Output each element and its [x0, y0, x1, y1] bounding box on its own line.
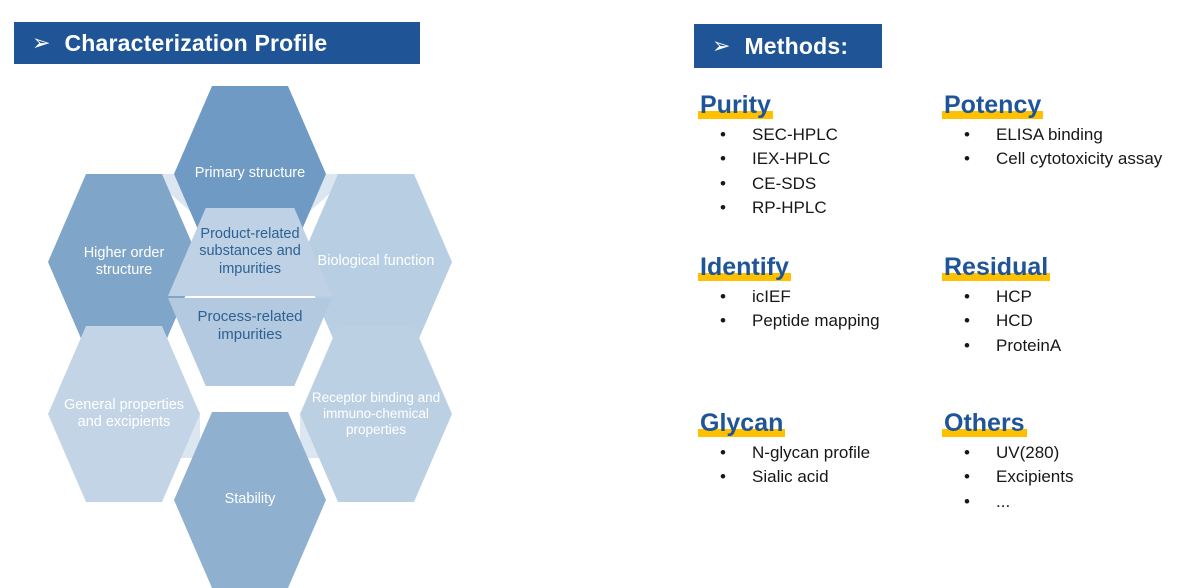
list-item: • icIEF: [698, 285, 934, 309]
method-item-label: icIEF: [752, 287, 791, 307]
method-item-label: SEC-HPLC: [752, 125, 838, 145]
list-item: • Peptide mapping: [698, 309, 934, 333]
method-group-title-identify: Identify: [698, 253, 791, 282]
method-group-title-residual: Residual: [942, 253, 1051, 282]
method-item-label: ELISA binding: [996, 125, 1103, 145]
hexagon-biological-function: Biological function: [300, 174, 452, 350]
bullet-icon: •: [720, 311, 726, 331]
method-item-label: HCP: [996, 287, 1032, 307]
hexagon-label-stability: Stability: [224, 491, 276, 508]
bullet-icon: •: [964, 443, 970, 463]
method-group-others: Others • UV(280) • Excipients •...: [942, 410, 1178, 514]
bullet-icon: •: [964, 149, 970, 169]
chevron-right-arrow-icon: ➢: [712, 33, 731, 58]
method-item-label: UV(280): [996, 443, 1060, 463]
list-item: • Cell cytotoxicity assay: [942, 147, 1178, 171]
hexagon-receptor-binding-immunochemical: Receptor binding and immuno-chemical pro…: [300, 326, 452, 502]
method-list-glycan: • N-glycan profile • Sialic acid: [698, 441, 934, 489]
method-item-label: ...: [996, 491, 1011, 511]
methods-banner: ➢ Methods:: [694, 24, 882, 68]
method-item-label: Peptide mapping: [752, 311, 880, 331]
bullet-icon: •: [964, 467, 970, 487]
method-group-title-purity: Purity: [698, 91, 773, 120]
hexagon-label-primary-structure: Primary structure: [194, 165, 306, 182]
list-item: • UV(280): [942, 441, 1178, 465]
method-group-purity: Purity • SEC-HPLC • IEX-HPLC • CE-SDS • RP-H…: [698, 92, 934, 220]
hexagon-label-product-related: Product-related substances and impuritie…: [199, 225, 301, 277]
hexagon-higher-order-structure: Higher order structure: [48, 174, 200, 350]
bullet-icon: •: [720, 467, 726, 487]
list-item: • ProteinA: [942, 334, 1178, 358]
method-item-label: Excipients: [996, 467, 1074, 487]
methods-grid: Purity • SEC-HPLC • IEX-HPLC • CE-SDS • RP-H…: [694, 92, 1182, 552]
method-item-label: CE-SDS: [752, 173, 817, 193]
hexagon-label-receptor-binding: Receptor binding and immuno-chemical pro…: [311, 390, 441, 437]
list-item: • N-glycan profile: [698, 441, 934, 465]
list-item: • Sialic acid: [698, 465, 934, 489]
list-item: • HCP: [942, 285, 1178, 309]
method-group-title-others: Others: [942, 409, 1027, 438]
method-item-label: RP-HPLC: [752, 197, 827, 217]
method-item-label: HCD: [996, 311, 1033, 331]
method-item-label: Sialic acid: [752, 467, 829, 487]
list-item: • HCD: [942, 309, 1178, 333]
method-list-others: • UV(280) • Excipients •...: [942, 441, 1178, 513]
method-list-residual: • HCP • HCD • ProteinA: [942, 285, 1178, 357]
list-item: • SEC-HPLC: [698, 123, 934, 147]
method-item-label: ProteinA: [996, 335, 1062, 355]
bullet-icon: •: [964, 311, 970, 331]
method-item-label: N-glycan profile: [752, 443, 871, 463]
bullet-icon: •: [720, 197, 726, 217]
characterization-profile-banner: ➢ Characterization Profile: [14, 22, 420, 64]
bullet-icon: •: [964, 335, 970, 355]
characterization-profile-title: Characterization Profile: [64, 29, 328, 56]
bullet-icon: •: [720, 149, 726, 169]
hexagon-label-process-related: Process-related impurities: [197, 308, 303, 343]
list-item: • ELISA binding: [942, 123, 1178, 147]
bullet-icon: •: [720, 125, 726, 145]
list-item: • Excipients: [942, 465, 1178, 489]
hexagon-center-product-related: Product-related substances and impuritie…: [168, 208, 332, 296]
bullet-icon: •: [720, 287, 726, 307]
chevron-right-arrow-icon: ➢: [32, 30, 51, 55]
method-group-identify: Identify • icIEF • Peptide mapping: [698, 254, 934, 334]
method-list-purity: • SEC-HPLC • IEX-HPLC • CE-SDS • RP-HPLC: [698, 123, 934, 220]
method-list-potency: • ELISA binding • Cell cytotoxicity assay: [942, 123, 1178, 171]
method-group-residual: Residual • HCP • HCD • ProteinA: [942, 254, 1178, 358]
method-group-glycan: Glycan • N-glycan profile • Sialic acid: [698, 410, 934, 490]
hexagon-center-process-related: Process-related impurities: [168, 298, 332, 386]
characterization-hexagon-diagram: Primary structure Higher order structure…: [20, 82, 480, 588]
bullet-icon: •: [720, 173, 726, 193]
bullet-icon: •: [720, 443, 726, 463]
method-item-label: Cell cytotoxicity assay: [996, 149, 1163, 169]
method-group-potency: Potency • ELISA binding • Cell cytotoxicit…: [942, 92, 1178, 172]
list-item: •...: [942, 490, 1178, 514]
hexagon-general-properties-and-excipients: General properties and excipients: [48, 326, 200, 502]
bullet-icon: •: [964, 287, 970, 307]
hexagon-label-higher-order-structure: Higher order structure: [83, 244, 165, 278]
hexagon-label-biological-function: Biological function: [317, 253, 435, 270]
bullet-icon: •: [964, 491, 970, 511]
method-list-identify: • icIEF • Peptide mapping: [698, 285, 934, 333]
method-item-label: IEX-HPLC: [752, 149, 831, 169]
methods-title: Methods:: [744, 32, 849, 59]
list-item: • RP-HPLC: [698, 196, 934, 220]
method-group-title-potency: Potency: [942, 91, 1044, 120]
list-item: • IEX-HPLC: [698, 147, 934, 171]
method-group-title-glycan: Glycan: [698, 409, 786, 438]
bullet-icon: •: [964, 125, 970, 145]
hexagon-label-general-properties: General properties and excipients: [63, 396, 185, 430]
list-item: • CE-SDS: [698, 172, 934, 196]
